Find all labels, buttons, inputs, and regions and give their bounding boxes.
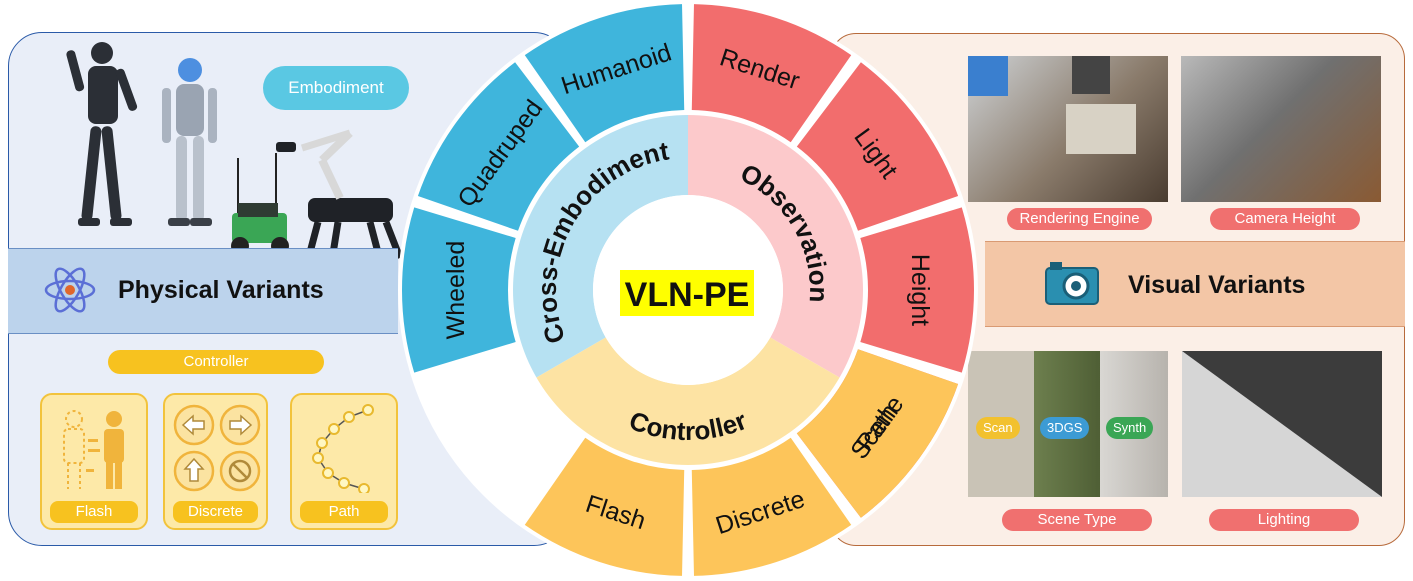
flash-controller-card: Flash [40,393,148,530]
ring-discrete-segment [691,437,852,576]
robots-illustration [66,42,404,261]
scene-chip-3dgs: 3DGS [1040,417,1090,439]
ring-light-segment [796,62,959,231]
ring-render-segment [691,4,852,143]
ring-wheeled-label: Wheeled [442,241,470,340]
teleport-figure-icon [63,410,124,489]
lighting-image [1182,351,1382,497]
ring-flash-segment [524,437,685,576]
atom-icon [44,267,96,313]
arrow-right-icon [229,414,253,436]
quadruped-robot [276,129,404,261]
rendering-engine-image [968,56,1168,202]
camera-icon [1045,262,1099,305]
ring-height-label: Height [906,254,934,326]
observation-sector [688,115,863,378]
scene-type-image: Scan 3DGS Synth [968,351,1168,497]
sofa-shape [1066,104,1136,154]
arrow-left-icon [181,414,205,436]
camera-height-label: Camera Height [1210,208,1360,230]
title-highlight [620,270,754,316]
humanoid-robot-2 [162,58,217,226]
ring-wheeled-segment [401,207,516,373]
discrete-arrows [173,404,261,492]
lighting-split [1182,351,1382,497]
render-engine-logo-2 [1072,56,1110,94]
ring-height-segment [860,207,974,373]
ring-quadruped-segment [417,62,580,231]
flash-controller-label: Flash [50,501,138,523]
visual-variants-title: Visual Variants [1128,271,1306,299]
center-title: VLN-PE [625,276,750,314]
stop-icon [228,459,252,483]
embodiment-label: Embodiment [263,66,409,110]
controller-label: Controller [108,350,324,374]
humanoid-robot-1 [66,42,138,226]
discrete-controller-label: Discrete [173,501,258,523]
scene-chip-synth: Synth [1106,417,1154,439]
ring-humanoid-segment [524,4,685,143]
wheeled-robot [231,153,289,255]
arrow-up-icon [183,457,205,482]
scene-chip-scan: Scan [976,417,1020,439]
path-controller-label: Path [300,501,388,523]
scene-type-label: Scene Type [1002,509,1152,531]
path-controller-card: Path [290,393,398,530]
discrete-controller-card: Discrete [163,393,268,530]
controller-sector [536,337,840,465]
rendering-engine-label: Rendering Engine [1007,208,1152,230]
camera-height-image [1181,56,1381,202]
physical-variants-title: Physical Variants [118,276,324,304]
lighting-label: Lighting [1209,509,1359,531]
ring-path-segment [796,349,959,518]
render-engine-logo-1 [968,56,1008,96]
path-waypoints-icon [312,404,374,493]
cross-embodiment-sector [513,115,688,378]
